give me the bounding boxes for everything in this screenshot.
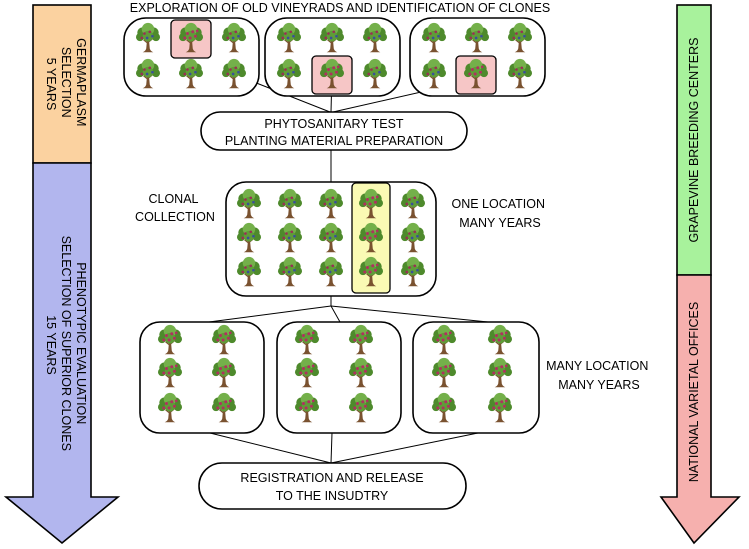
- clonal-collection-label: CLONAL COLLECTION: [135, 192, 215, 224]
- right-timeline-arrow: GRAPEVINE BREEDING CENTERS NATIONAL VARI…: [659, 4, 741, 545]
- vineyard-box-1: [123, 17, 260, 97]
- vineyard-box-3: [409, 17, 546, 97]
- clonal-collection-box: [225, 181, 437, 297]
- left-timeline-arrow: GERMAPLASM SELECTION 5 YEARS PHENOTYPIC …: [3, 4, 121, 545]
- svg-text:REGISTRATION AND RELEASE: REGISTRATION AND RELEASE: [240, 471, 423, 485]
- offices-segment: [659, 274, 741, 545]
- diagram-title: EXPLORATION OF OLD VINEYRADS AND IDENTIF…: [130, 1, 550, 15]
- many-location-label: MANY LOCATION MANY YEARS: [546, 359, 652, 392]
- svg-text:PLANTING MATERIAL PREPARATION: PLANTING MATERIAL PREPARATION: [225, 134, 443, 148]
- location-box-2: [276, 321, 402, 434]
- location-box-3: [412, 321, 540, 434]
- germplasm-label: GERMAPLASM SELECTION 5 YEARS: [44, 38, 88, 130]
- location-box-1: [139, 321, 265, 434]
- phytosanitary-box: PHYTOSANITARY TEST PLANTING MATERIAL PRE…: [200, 111, 468, 151]
- svg-text:TO THE INSUDTRY: TO THE INSUDTRY: [276, 489, 389, 503]
- vineyard-box-2: [264, 17, 401, 97]
- phenotypic-label: PHENOTYPIC EVALUATION SELECTION OF SUPER…: [44, 236, 88, 455]
- germplasm-segment: [32, 4, 92, 164]
- svg-text:PHYTOSANITARY TEST: PHYTOSANITARY TEST: [264, 117, 404, 131]
- breeding-centers-label: GRAPEVINE BREEDING CENTERS: [687, 38, 701, 243]
- breeding-segment: [676, 4, 712, 276]
- phenotypic-segment: [3, 162, 121, 545]
- one-location-label: ONE LOCATION MANY YEARS: [451, 197, 548, 230]
- varietal-offices-label: NATIONAL VARIETAL OFFICES: [687, 302, 701, 482]
- registration-box: REGISTRATION AND RELEASE TO THE INSUDTRY: [198, 462, 467, 510]
